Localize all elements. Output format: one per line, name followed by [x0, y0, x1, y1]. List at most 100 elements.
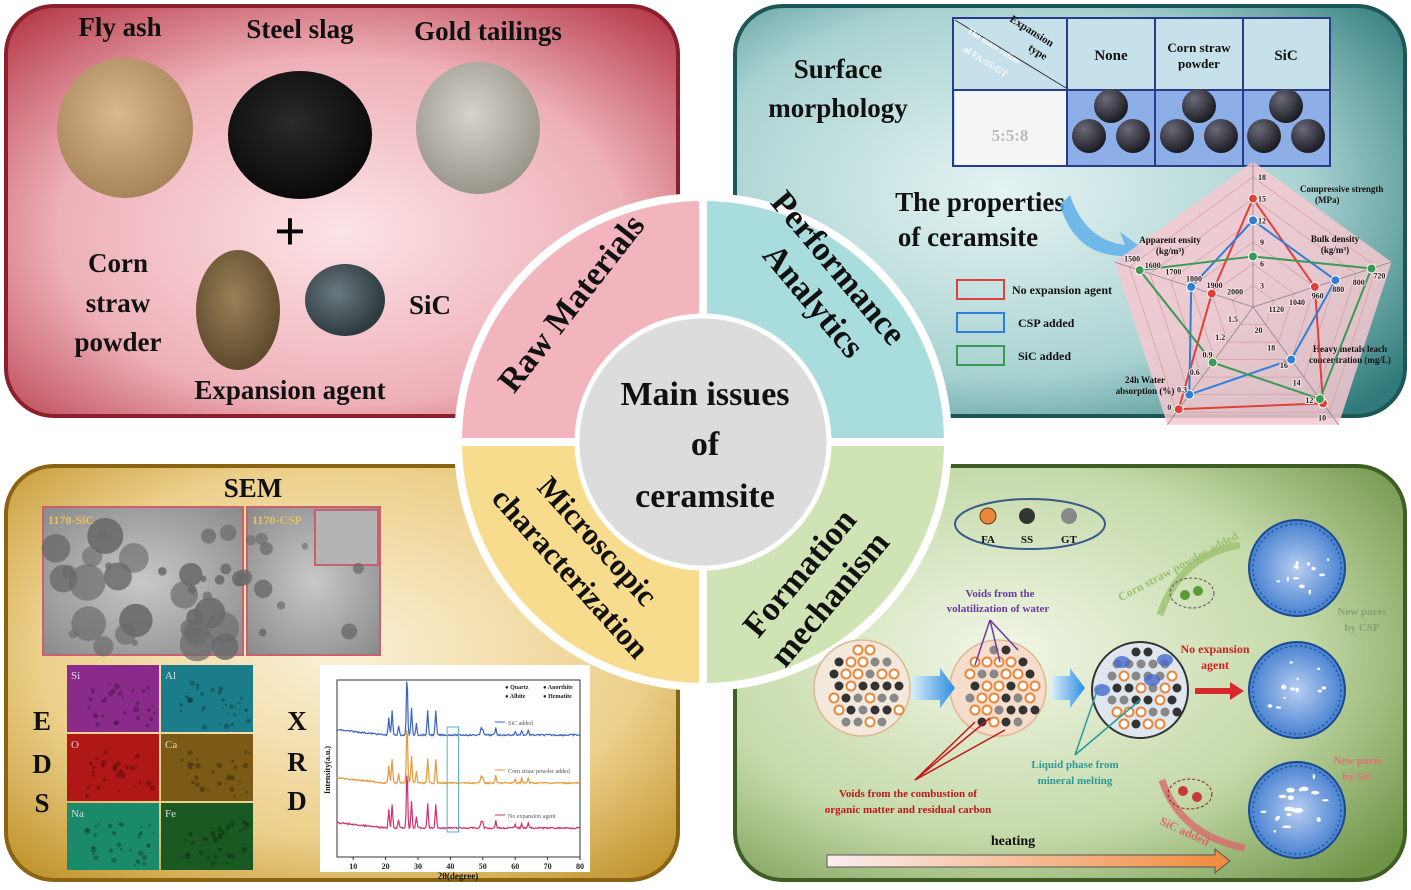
pore — [1299, 786, 1309, 792]
particle — [965, 693, 975, 703]
particle — [828, 692, 840, 704]
corner-diagonal — [954, 19, 1067, 89]
properties-line1: The properties — [895, 187, 1065, 217]
sem-pore — [220, 563, 232, 575]
sem-pore — [211, 633, 239, 660]
steel-slag-image — [228, 71, 372, 199]
particle — [1124, 683, 1134, 693]
eds-speckle — [194, 775, 199, 780]
pore — [1281, 825, 1292, 829]
pore — [1276, 580, 1281, 583]
eds-speckle — [233, 765, 237, 770]
eds-speckle — [244, 822, 250, 828]
ceramsite-shell — [1252, 523, 1342, 613]
eds-speckle — [187, 764, 192, 769]
radar-tick-label: 1.5 — [1228, 315, 1238, 324]
label-steel-slag: Steel slag — [246, 14, 354, 44]
particle — [889, 693, 899, 703]
ceramsite-ball — [1116, 119, 1150, 153]
radar-gridline — [1211, 263, 1295, 343]
particle — [1006, 705, 1016, 715]
pore — [1321, 686, 1327, 690]
xrd-phase-legend: ● Hematite — [543, 694, 572, 700]
pores-sic-line2: by SiC — [1342, 771, 1374, 783]
col-none: None — [1094, 48, 1128, 64]
particle — [981, 680, 993, 692]
eds-speckle — [128, 849, 132, 852]
sem-pore — [259, 542, 273, 556]
sem-inset — [314, 509, 379, 566]
particle — [1119, 695, 1129, 705]
sem-pore — [68, 564, 106, 601]
radar-series-line — [1137, 255, 1373, 401]
pore — [1321, 799, 1329, 802]
ceramsite-ball — [1160, 119, 1194, 153]
eds-speckle — [246, 827, 249, 831]
particle — [1166, 670, 1178, 682]
eds-speckle — [148, 823, 151, 827]
eds-speckle — [238, 701, 241, 705]
eds-speckle — [211, 770, 215, 774]
pore — [1260, 810, 1267, 814]
xrd-letter-r: R — [287, 747, 307, 777]
particle — [988, 692, 1000, 704]
particle — [1118, 670, 1130, 682]
eds-speckle — [104, 697, 108, 701]
particle — [865, 669, 875, 679]
voids-water-line2: volatilization of water — [947, 603, 1050, 615]
eds-speckle — [140, 825, 143, 829]
radar-chart: Compressive strength(MPa)Bulk density(kg… — [1114, 161, 1392, 426]
particle — [864, 644, 876, 656]
particle — [1154, 694, 1166, 706]
radar-tick-label: 14 — [1293, 378, 1301, 387]
particle — [1013, 717, 1023, 727]
sem-pore — [41, 533, 71, 563]
radar-tick-label: 720 — [1373, 271, 1385, 280]
eds-speckle — [233, 795, 236, 798]
eds-speckle — [184, 838, 187, 842]
sem-pore — [119, 603, 153, 638]
eds-speckle — [119, 848, 123, 851]
particle — [870, 681, 880, 691]
eds-speckle — [218, 686, 224, 692]
sem-pore — [245, 534, 257, 546]
eds-letter-e: E — [33, 706, 51, 736]
legend-label: CSP added — [1018, 316, 1075, 330]
radar-tick-label: 18 — [1258, 173, 1266, 182]
ceramsite-ball — [1269, 89, 1303, 123]
particle — [1136, 659, 1146, 669]
eds-speckle — [149, 717, 154, 721]
radar-axis-label: (MPa) — [1315, 195, 1340, 205]
xrd-tick-label: 40 — [446, 862, 454, 871]
radar-tick-label: 1700 — [1165, 268, 1181, 277]
particle — [834, 681, 844, 691]
eds-speckle — [118, 769, 123, 775]
eds-letter-s: S — [34, 788, 49, 818]
radar-tick-label: 1040 — [1289, 298, 1305, 307]
eds-speckle — [145, 723, 150, 728]
sem-pore — [220, 524, 237, 542]
eds-speckle — [107, 823, 113, 829]
sic-arrow — [1158, 778, 1246, 852]
eds-speckle — [206, 788, 210, 792]
eds-speckle — [187, 761, 192, 766]
label-sic: SiC — [409, 290, 451, 320]
csp-particles-group — [1169, 577, 1215, 609]
particle — [864, 716, 876, 728]
particle — [1030, 705, 1040, 715]
eds-speckle — [100, 759, 107, 766]
particle — [1118, 718, 1130, 730]
morphology-table: Expansion type The mass ratios of FA:SS:… — [952, 13, 1331, 167]
ceramsite-ball — [1247, 119, 1281, 153]
particle — [852, 644, 864, 656]
corn-straw-image — [196, 250, 280, 370]
eds-speckle — [152, 831, 156, 835]
eds-speckle — [130, 765, 136, 771]
eds-speckle — [142, 862, 146, 866]
eds-speckle — [180, 758, 184, 762]
particle-stages — [813, 519, 1346, 859]
xrd-xlabel: 2θ(degree) — [438, 871, 479, 881]
pores-sic-line1: New pores — [1334, 755, 1384, 767]
radar-tick-label: 6 — [1260, 260, 1264, 269]
